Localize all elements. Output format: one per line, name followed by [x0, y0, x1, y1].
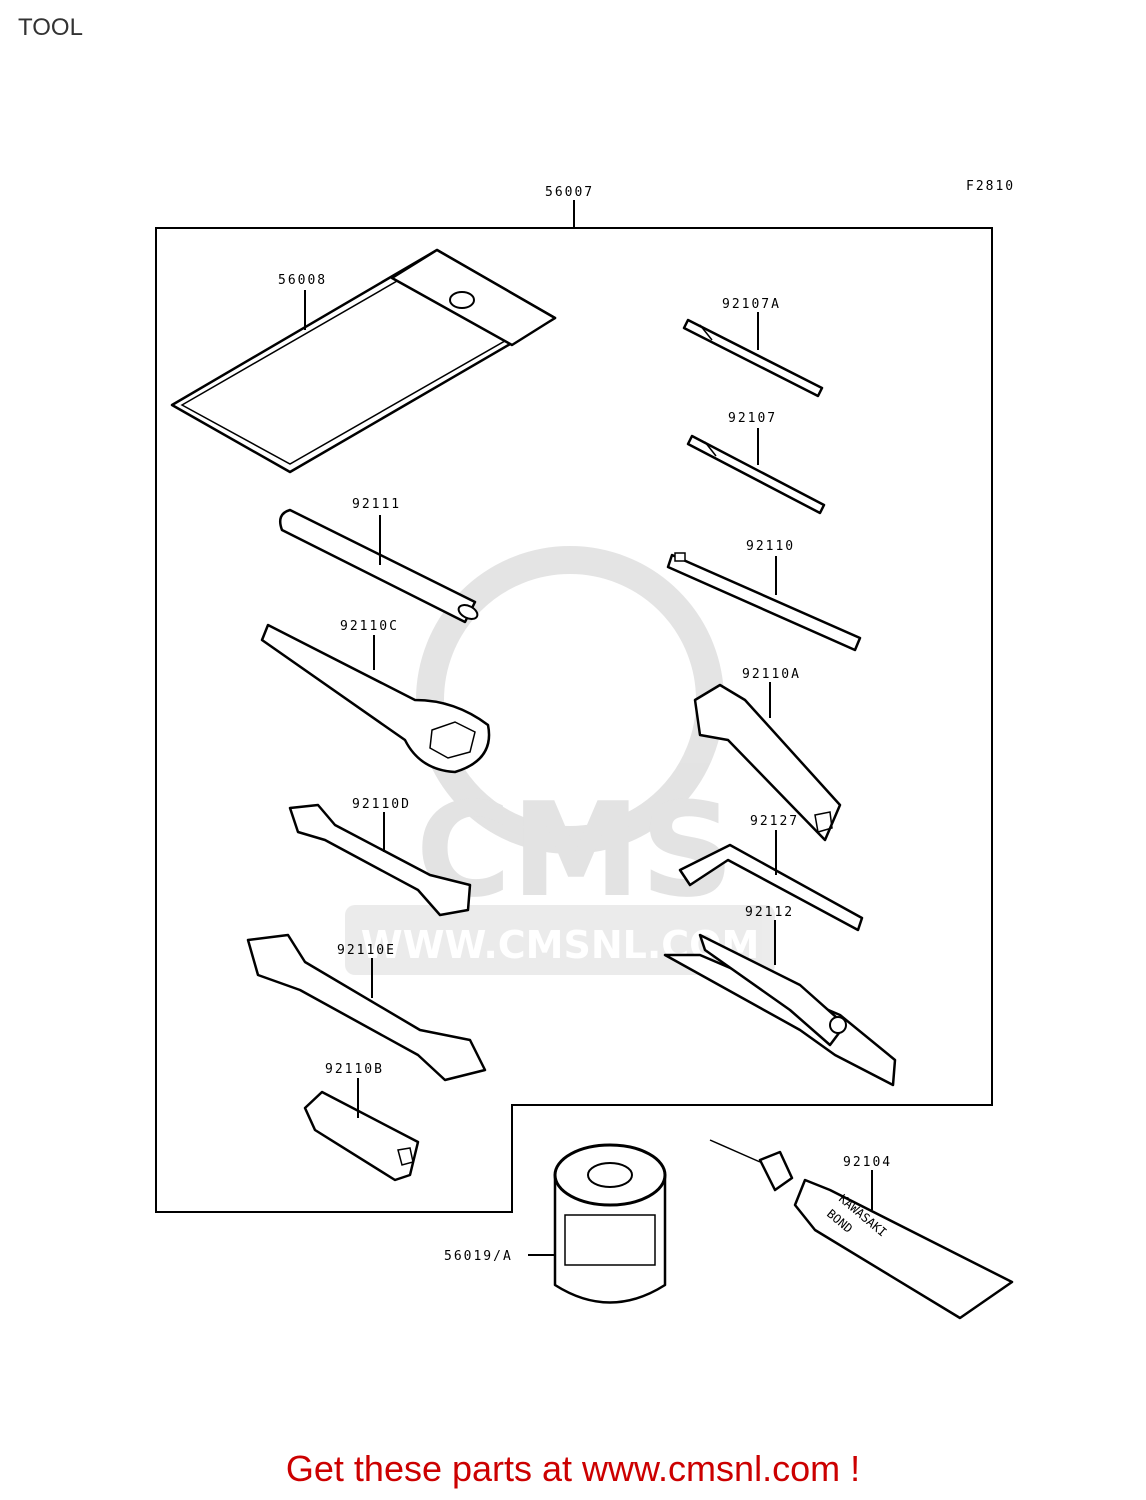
- callout-92112: 92112: [745, 905, 794, 920]
- cms-watermark: CMS WWW.CMSNL.COM: [345, 546, 775, 975]
- callout-92110E: 92110E: [337, 943, 396, 958]
- box-wrench: [260, 623, 491, 774]
- callout-92107: 92107: [728, 411, 777, 426]
- callout-92127: 92127: [750, 814, 799, 829]
- pliers: [663, 933, 897, 1087]
- oil-filter: [553, 1143, 667, 1304]
- callout-92110: 92110: [746, 539, 795, 554]
- open-end-wrench-small: [288, 803, 472, 917]
- callout-92111: 92111: [352, 497, 401, 512]
- callout-92110B: 92110B: [325, 1062, 384, 1077]
- callout-56019A: 56019/A: [444, 1249, 513, 1264]
- page-title: TOOL: [18, 14, 83, 41]
- callout-56008: 56008: [278, 273, 327, 288]
- spanner-bar: [666, 552, 862, 652]
- screwdriver-bit: [686, 434, 826, 515]
- callout-92110C: 92110C: [340, 619, 399, 634]
- cta-link[interactable]: Get these parts at www.cmsnl.com !: [285, 1448, 861, 1489]
- open-end-wrench-large: [246, 933, 487, 1082]
- callout-92110A: 92110A: [742, 667, 801, 682]
- figure-code: F2810: [966, 179, 1015, 194]
- small-socket: [303, 1090, 420, 1182]
- plug-socket: [693, 683, 842, 842]
- tool-bag: [170, 248, 557, 474]
- tool-kit-outline: [155, 227, 993, 1213]
- callout-92110D: 92110D: [352, 797, 411, 812]
- callout-92107A: 92107A: [722, 297, 781, 312]
- extension-handle: [279, 508, 479, 624]
- callout-92104: 92104: [843, 1155, 892, 1170]
- callout-56007: 56007: [545, 185, 594, 200]
- hex-key: [678, 843, 864, 932]
- screwdriver-bit-a: [682, 318, 824, 398]
